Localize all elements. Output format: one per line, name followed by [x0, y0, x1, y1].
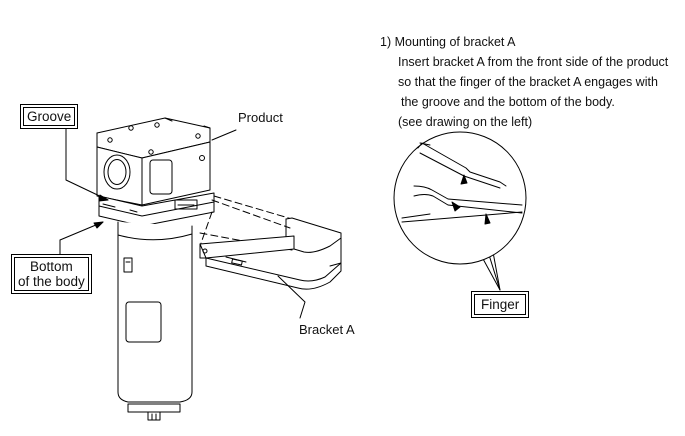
detail-zoom [393, 131, 527, 265]
product-head [96, 117, 215, 227]
bottom-label-line2: of the body [18, 274, 85, 289]
product-bowl [117, 221, 193, 421]
bottom-callout: Bottom of the body [11, 254, 92, 294]
groove-callout: Groove [20, 104, 79, 129]
instruction-line: the groove and the bottom of the body. [401, 95, 615, 109]
bracket-a [199, 217, 342, 290]
finger-arrowheads [93, 174, 491, 229]
product-label: Product [238, 110, 283, 125]
instruction-line: so that the finger of the bracket A enga… [398, 75, 658, 89]
instruction-line: Insert bracket A from the front side of … [398, 55, 669, 69]
instruction-line: 1) Mounting of bracket A [380, 35, 516, 49]
bottom-label-line1: Bottom [30, 259, 73, 274]
groove-label: Groove [23, 107, 76, 126]
instruction-text: 1) Mounting of bracket A Insert bracket … [380, 32, 668, 132]
finger-label: Finger [474, 294, 527, 315]
bracket-label: Bracket A [299, 322, 355, 337]
instruction-line: (see drawing on the left) [398, 115, 533, 129]
finger-callout: Finger [471, 291, 530, 318]
